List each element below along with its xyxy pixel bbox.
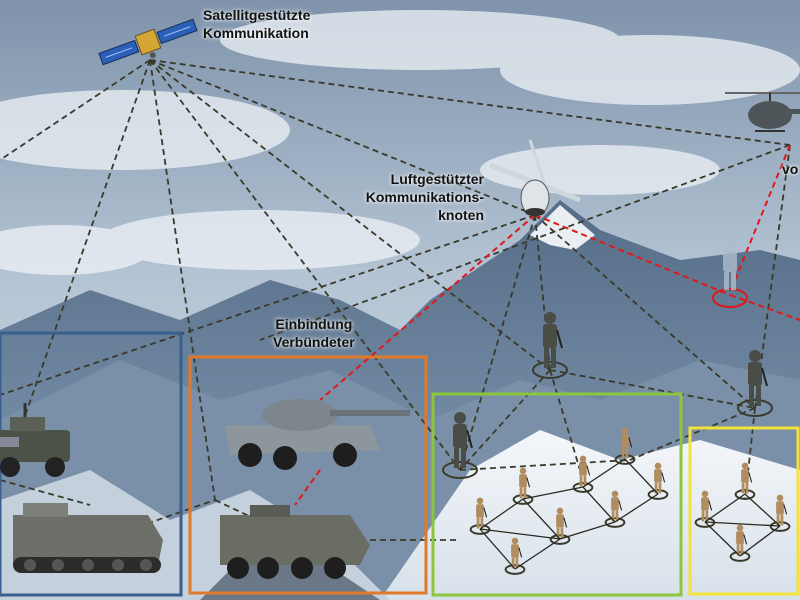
soldier-icon: [769, 494, 791, 532]
squad-link: [479, 498, 524, 530]
soldier-icon: [647, 462, 669, 500]
soldier-icon: [504, 537, 526, 575]
drone-icon: [489, 139, 581, 217]
allies-label: Einbindung Verbündeter: [273, 315, 355, 351]
squad-link: [704, 493, 746, 523]
tracked-apc-icon: [13, 503, 163, 573]
squad-link: [704, 521, 781, 527]
cut-off-label: vo: [782, 160, 798, 178]
squad-link: [582, 486, 616, 523]
soldier-icon: [532, 312, 568, 379]
squad-link: [614, 493, 659, 523]
squad-link: [704, 521, 741, 557]
air-node-label-line-2: Kommunikations-: [365, 189, 484, 205]
squad-link: [514, 538, 561, 570]
alert-links: [294, 144, 800, 506]
air-node-label: Luftgestützter Kommunikations- knoten: [362, 170, 484, 224]
infantry-squad: [469, 427, 791, 575]
soldier-icon: [469, 497, 491, 535]
soldier-nodes: [442, 312, 773, 479]
soldier-icon: [512, 467, 534, 505]
group-box-yellow: [688, 426, 800, 596]
soldier-icon: [572, 455, 594, 493]
satellite-label-line-2: Kommunikation: [203, 25, 309, 41]
squad-link: [624, 458, 659, 495]
helicopter-icon: [725, 92, 800, 132]
clouds: [0, 10, 800, 275]
air-node-label-line-1: Luftgestützter: [390, 171, 484, 187]
soldier-icon: [694, 490, 716, 528]
allies-label-line-2: Verbündeter: [273, 334, 355, 350]
squad-link: [744, 493, 781, 527]
satellite-label: Satellitgestützte Kommunikation: [203, 6, 310, 42]
squad-link: [522, 486, 584, 500]
squad-link: [559, 521, 616, 540]
soldier-icon: [549, 507, 571, 545]
group-box-orange: [188, 355, 428, 595]
allies-label-line-1: Einbindung: [275, 316, 353, 332]
squad-link: [479, 528, 561, 540]
alert-ring: [712, 288, 748, 308]
soldier-icon: [734, 462, 756, 500]
armored-car-icon: [0, 403, 70, 477]
squad-links: [479, 458, 781, 570]
satellite-icon: [98, 18, 198, 66]
cut-off-label-text: vo: [782, 161, 799, 177]
group-box-green: [431, 392, 683, 597]
soldier-icon: [442, 412, 478, 479]
soldier-icon: [737, 350, 773, 417]
satellite-label-line-1: Satellitgestützte: [203, 7, 311, 23]
soldier-icon: [614, 427, 636, 465]
wheeled-apc-icon: [220, 505, 370, 579]
soldier-icon: [729, 524, 751, 562]
group-box-blue: [0, 331, 183, 597]
soldier-icon: [604, 490, 626, 528]
ghost-soldier-icon: [723, 238, 737, 290]
tank-destroyer-icon: [225, 399, 410, 470]
squad-link: [739, 525, 781, 557]
squad-link: [479, 528, 516, 570]
air-node-label-line-3: knoten: [438, 207, 484, 223]
mountains: [0, 200, 800, 600]
squad-link: [522, 498, 561, 540]
squad-link: [582, 458, 626, 488]
